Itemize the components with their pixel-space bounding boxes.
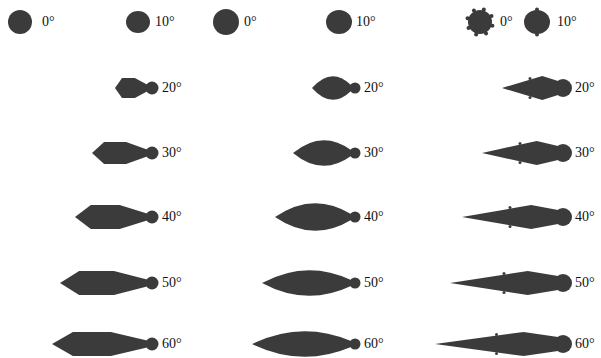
angle-label: 30° <box>575 146 595 160</box>
droplet-shape <box>350 278 361 289</box>
droplet-shape <box>312 76 351 100</box>
angle-label: 10° <box>155 15 175 29</box>
droplet-shape <box>435 332 558 356</box>
droplet-shape <box>146 338 159 351</box>
droplet-shape <box>554 79 572 97</box>
droplet-shape <box>468 10 492 34</box>
droplet-shape <box>554 335 572 353</box>
surface-bump <box>519 142 522 145</box>
angle-label: 10° <box>356 15 376 29</box>
droplet-shape <box>462 205 558 229</box>
angle-label: 50° <box>575 276 595 290</box>
angle-label: 60° <box>364 337 384 351</box>
droplet-shape <box>146 147 159 160</box>
surface-bump <box>535 8 539 12</box>
surface-bump <box>503 291 506 294</box>
surface-bump <box>466 16 470 20</box>
droplet-shape <box>146 82 159 95</box>
droplet-shape <box>275 203 351 231</box>
droplet-shape <box>75 205 147 229</box>
droplet-shape <box>350 83 361 94</box>
surface-bump <box>495 333 498 336</box>
surface-bump <box>490 24 494 28</box>
angle-label: 60° <box>575 337 595 351</box>
droplet-shape <box>554 144 572 162</box>
surface-bump <box>467 26 471 30</box>
droplet-shape <box>293 140 351 166</box>
droplet-shape <box>350 148 361 159</box>
surface-bump <box>474 32 478 36</box>
droplet-shape <box>350 212 361 223</box>
droplet-shape <box>92 142 147 164</box>
droplet-shape <box>262 270 351 296</box>
angle-label: 50° <box>162 276 182 290</box>
droplet-shape <box>115 78 147 98</box>
surface-bump <box>489 14 493 18</box>
droplet-shape <box>350 339 361 350</box>
surface-bump <box>503 272 506 275</box>
surface-bump <box>535 33 539 37</box>
angle-label: 10° <box>557 15 577 29</box>
droplet-shape <box>252 331 351 357</box>
droplet-shape <box>60 271 147 295</box>
angle-label: 0° <box>244 15 257 29</box>
droplet-shape <box>146 211 159 224</box>
angle-label: 20° <box>162 81 182 95</box>
angle-label: 40° <box>575 210 595 224</box>
surface-bump <box>472 9 476 13</box>
surface-bump <box>482 8 486 12</box>
droplet-shape <box>502 76 558 100</box>
surface-bump <box>529 96 532 99</box>
surface-bump <box>495 352 498 355</box>
droplet-shape <box>213 9 239 35</box>
angle-label: 0° <box>500 15 513 29</box>
angle-label: 20° <box>364 81 384 95</box>
surface-bump <box>529 77 532 80</box>
droplet-shape <box>554 208 572 226</box>
droplet-shape <box>146 277 159 290</box>
surface-bump <box>509 225 512 228</box>
angle-label: 0° <box>42 15 55 29</box>
angle-label: 40° <box>162 210 182 224</box>
angle-label: 50° <box>364 276 384 290</box>
surface-bump <box>519 161 522 164</box>
angle-label: 60° <box>162 337 182 351</box>
droplet-shape <box>126 11 150 33</box>
droplet-shape <box>482 141 558 165</box>
angle-label: 30° <box>162 146 182 160</box>
droplet-shape <box>326 10 352 34</box>
surface-bump <box>509 206 512 209</box>
surface-bump <box>484 31 488 35</box>
droplet-shape <box>554 274 572 292</box>
droplet-shape <box>8 10 32 34</box>
droplet-shape <box>450 271 558 295</box>
angle-label: 40° <box>364 210 384 224</box>
angle-label: 20° <box>575 81 595 95</box>
droplet-shape <box>52 332 147 356</box>
angle-label: 30° <box>364 146 384 160</box>
droplet-shape <box>524 10 550 34</box>
